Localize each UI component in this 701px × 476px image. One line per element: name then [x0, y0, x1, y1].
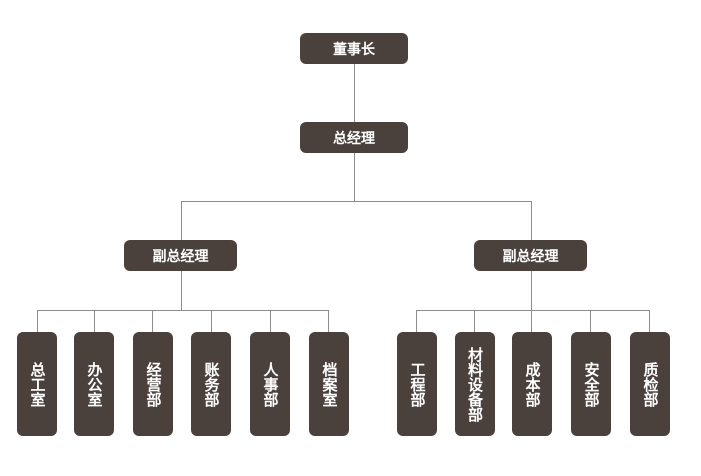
connector-general-manager-down — [354, 153, 355, 202]
department-box-engineering: 工程部 — [397, 332, 437, 436]
connector-left-departments-horizontal — [37, 310, 329, 311]
connector-right-dept-3 — [531, 310, 532, 332]
connector-left-dept-1 — [37, 310, 38, 332]
department-box-chief-engineer-office: 总工室 — [17, 332, 57, 436]
general-manager-label: 总经理 — [333, 130, 375, 147]
department-box-business: 经营部 — [133, 332, 173, 436]
department-box-archives: 档案室 — [309, 332, 349, 436]
deputy-general-manager-left-box: 副总经理 — [124, 240, 237, 271]
department-label-safety: 安全部 — [582, 361, 601, 407]
department-box-cost: 成本部 — [512, 332, 552, 436]
chairman-box: 董事长 — [300, 33, 408, 64]
department-box-quality-inspection: 质检部 — [630, 332, 670, 436]
connector-left-deputy-down — [181, 270, 182, 311]
deputy-general-manager-right-label: 副总经理 — [502, 248, 559, 265]
department-box-human-resources: 人事部 — [250, 332, 290, 436]
connector-to-left-deputy — [181, 201, 182, 240]
connector-chairman-to-general-manager — [354, 64, 355, 122]
connector-right-dept-1 — [416, 310, 417, 332]
department-box-safety: 安全部 — [571, 332, 611, 436]
department-label-materials-equipment: 材料设备部 — [466, 346, 484, 422]
connector-right-dept-4 — [590, 310, 591, 332]
department-box-office: 办公室 — [74, 332, 114, 436]
connector-left-dept-3 — [152, 310, 153, 332]
connector-left-dept-5 — [270, 310, 271, 332]
department-box-accounting: 账务部 — [191, 332, 231, 436]
department-label-chief-engineer-office: 总工室 — [28, 361, 47, 407]
department-label-office: 办公室 — [85, 361, 104, 407]
deputy-general-manager-left-label: 副总经理 — [152, 248, 209, 265]
connector-right-dept-5 — [649, 310, 650, 332]
department-label-business: 经营部 — [144, 361, 163, 407]
connector-deputy-horizontal — [181, 201, 532, 202]
connector-right-departments-horizontal — [416, 310, 650, 311]
department-label-quality-inspection: 质检部 — [641, 361, 660, 407]
department-label-human-resources: 人事部 — [261, 361, 280, 407]
chairman-label: 董事长 — [333, 41, 375, 58]
department-box-materials-equipment: 材料设备部 — [455, 332, 495, 436]
department-label-archives: 档案室 — [320, 361, 339, 407]
connector-right-dept-2 — [474, 310, 475, 332]
general-manager-box: 总经理 — [300, 122, 408, 153]
connector-left-dept-2 — [94, 310, 95, 332]
department-label-cost: 成本部 — [523, 361, 542, 407]
connector-left-dept-4 — [211, 310, 212, 332]
department-label-accounting: 账务部 — [202, 361, 221, 407]
connector-to-right-deputy — [531, 201, 532, 240]
connector-right-deputy-down — [531, 270, 532, 311]
connector-left-dept-6 — [328, 310, 329, 332]
deputy-general-manager-right-box: 副总经理 — [474, 240, 587, 271]
department-label-engineering: 工程部 — [408, 361, 427, 407]
